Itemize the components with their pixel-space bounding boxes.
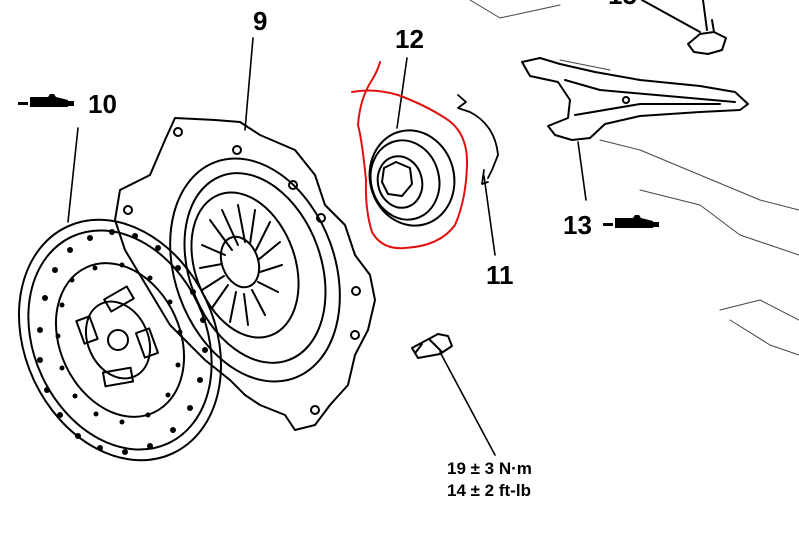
part-number-10: 10: [88, 89, 117, 119]
release-fork: [521, 57, 749, 141]
cover-bolt: [411, 333, 453, 359]
torque-spec-metric: 19 ± 3 N·m: [447, 459, 532, 478]
clutch-cover: [114, 117, 376, 431]
release-bearing: [368, 129, 456, 227]
leader-lines: [67, 37, 587, 456]
torque-spec-imperial: 14 ± 2 ft-lb: [447, 481, 531, 500]
grease-gun-icon: [603, 215, 659, 228]
grease-gun-icon: [18, 94, 74, 107]
part-number-13: 13: [563, 210, 592, 240]
part-number-9: 9: [253, 6, 268, 36]
part-number-12: 12: [395, 24, 424, 54]
retaining-clip: [457, 94, 499, 185]
part-number-11: 11: [486, 260, 514, 290]
pivot-bolt: [641, 0, 727, 55]
clutch-disc: [17, 218, 223, 462]
part-number-15-partial: 15: [608, 0, 637, 8]
engine-outline: [469, 0, 799, 356]
red-highlight-annotation: [351, 61, 469, 250]
